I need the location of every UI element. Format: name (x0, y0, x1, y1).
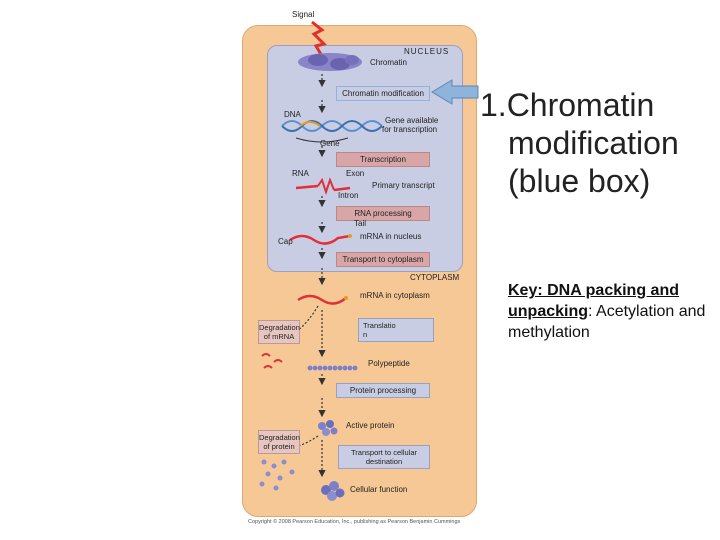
translation-line1: Translatio (363, 321, 396, 330)
gene-label: Gene (320, 139, 340, 148)
translation-box: Translatio n (358, 318, 434, 342)
for-transcription-label: for transcription (382, 125, 438, 134)
degraded-protein-icon (259, 459, 295, 491)
heading-line-3: (blue box) (508, 163, 651, 199)
mrna-in-cytoplasm-label: mRNA in cytoplasm (360, 291, 430, 300)
degradation-protein-line2: of protein (263, 442, 295, 451)
key-body: : Acetylation and methylation (508, 303, 706, 341)
highlight-arrow-icon (431, 79, 479, 105)
transport-cellular-line2: destination (365, 457, 403, 466)
degradation-mrna-line1: Degradation (259, 323, 300, 332)
polypeptide-label: Polypeptide (368, 359, 410, 368)
chromatin-label: Chromatin (370, 58, 407, 67)
heading-line-2: modification (508, 125, 679, 161)
key-title: Key: DNA packing and unpacking (508, 282, 679, 320)
nucleus-label: NUCLEUS (404, 47, 450, 56)
mrna-nucleus-icon (289, 234, 351, 245)
gene-available-label: Gene available (385, 116, 439, 125)
transport-cellular-line1: Transport to cellular (351, 448, 417, 457)
dna-label: DNA (284, 110, 301, 119)
intron-label: Intron (338, 191, 359, 200)
degradation-protein-box: Degradation of protein (258, 430, 300, 454)
dna-helix-icon (281, 120, 383, 132)
cellular-function-label: Cellular function (350, 485, 408, 494)
tail-label: Tail (354, 219, 367, 228)
signal-bolt-icon (311, 20, 327, 57)
cellular-function-icon (321, 481, 345, 501)
slide-heading: 1.Chromatin modification (blue box) (480, 86, 720, 200)
transport-cellular-box: Transport to cellular destination (338, 445, 430, 469)
cap-label: Cap (278, 237, 293, 246)
heading-line-1: 1.Chromatin (480, 87, 655, 123)
copyright-text: Copyright © 2008 Pearson Education, Inc.… (248, 519, 461, 525)
cytoplasm-label: CYTOPLASM (410, 273, 460, 282)
degradation-protein-line1: Degradation (259, 433, 300, 442)
active-protein-icon (318, 420, 338, 436)
degradation-mrna-box: Degradation of mRNA (258, 320, 300, 344)
primary-transcript-label: Primary transcript (372, 181, 435, 190)
rna-processing-box: RNA processing (336, 206, 430, 221)
exon-label: Exon (346, 169, 365, 178)
active-protein-label: Active protein (346, 421, 395, 430)
polypeptide-icon (307, 365, 358, 371)
degraded-mrna-icon (261, 353, 283, 369)
primary-transcript-icon (295, 177, 351, 196)
translation-line2: n (363, 330, 368, 339)
mrna-cytoplasm-icon (297, 294, 347, 305)
degradation-mrna-line2: of mRNA (263, 332, 295, 341)
chromatin-icon (298, 53, 362, 71)
mrna-in-nucleus-label: mRNA in nucleus (360, 232, 422, 241)
transcription-box: Transcription (336, 152, 430, 167)
rna-label: RNA (292, 169, 309, 178)
transport-to-cytoplasm-box: Transport to cytoplasm (336, 252, 430, 267)
signal-label: Signal (292, 10, 315, 19)
protein-processing-box: Protein processing (336, 383, 430, 398)
chromatin-modification-box: Chromatin modification (336, 86, 430, 101)
key-note: Key: DNA packing and unpacking: Acetylat… (508, 280, 718, 343)
